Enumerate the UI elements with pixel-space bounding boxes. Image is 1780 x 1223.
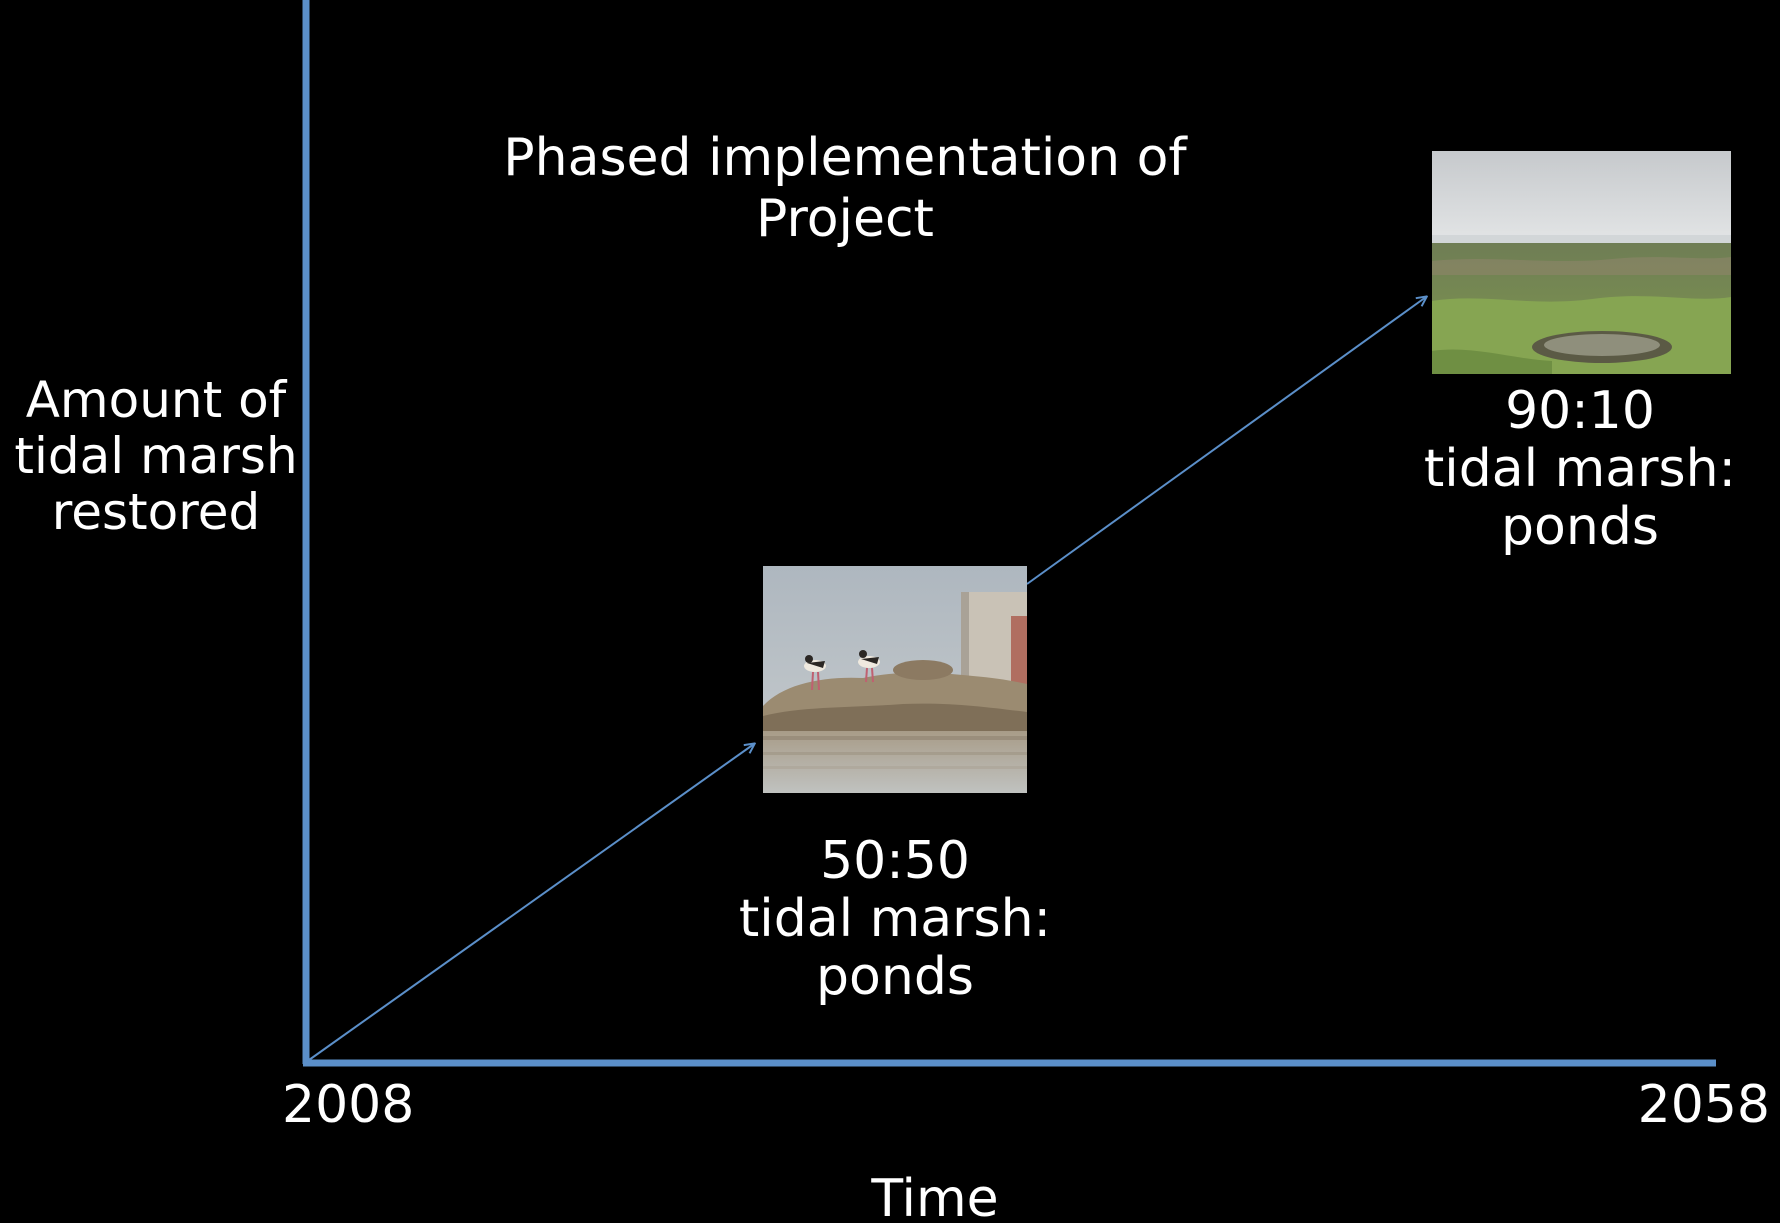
- stage-1-label: 50:50 tidal marsh: ponds: [700, 832, 1090, 1007]
- x-axis-end-label: 2058: [1637, 1075, 1770, 1135]
- x-axis-label: Time: [871, 1169, 999, 1223]
- progress-arrow-1: [308, 744, 754, 1061]
- y-axis-label-line-3: restored: [51, 483, 261, 541]
- stage-2-line-2: tidal marsh:: [1423, 439, 1737, 500]
- stage-2-line-3: ponds: [1501, 497, 1659, 558]
- tidal-marsh-photo: [1432, 151, 1731, 374]
- x-axis-start-label: 2008: [282, 1075, 415, 1135]
- wading-birds-pond-photo: [763, 566, 1027, 793]
- y-axis-label-line-2: tidal marsh: [14, 427, 298, 485]
- stage-1-line-2: tidal marsh:: [738, 889, 1052, 950]
- phase-title: Phased implementation of Project: [430, 128, 1260, 251]
- phase-title-line-2: Project: [756, 189, 934, 250]
- y-axis-label: Amount of tidal marsh restored: [0, 372, 312, 540]
- progress-arrow-2: [1026, 297, 1426, 585]
- stage-2-label: 90:10 tidal marsh: ponds: [1400, 382, 1760, 557]
- y-axis-label-line-1: Amount of: [25, 371, 287, 429]
- stage-2-ratio: 90:10: [1505, 381, 1655, 441]
- stage-1-ratio: 50:50: [820, 831, 970, 891]
- stage-1-line-3: ponds: [816, 947, 974, 1008]
- phase-title-line-1: Phased implementation of: [503, 128, 1187, 188]
